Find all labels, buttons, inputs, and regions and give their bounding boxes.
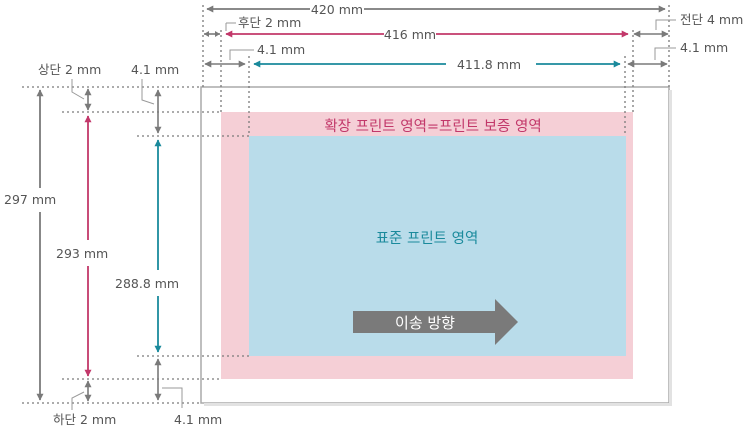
dim-total-width: 420 mm [206,2,666,17]
bottom-inset-label: 4.1 mm [174,412,222,427]
right-inset-label: 4.1 mm [680,40,728,55]
dim-standard-height: 288.8 mm [115,139,179,353]
top-inset-label: 4.1 mm [131,62,179,77]
extended-height-label: 293 mm [56,246,108,261]
dim-bottom-inset: 4.1 mm [154,358,222,427]
dim-extended-width: 416 mm [225,27,629,42]
top-margin-label: 상단 2 mm [38,62,101,77]
dim-rear-margin: 후단 2 mm [204,15,301,37]
standard-height-label: 288.8 mm [115,276,179,291]
dim-right-inset: 4.1 mm [627,40,728,68]
dim-extended-height: 293 mm [56,115,108,377]
dim-total-height: 297 mm [4,89,56,401]
extended-width-label: 416 mm [384,27,436,42]
dim-standard-width: 411.8 mm [253,57,621,72]
front-margin-label: 전단 4 mm [680,12,743,27]
extended-area-label: 확장 프린트 영역=프린트 보증 영역 [324,118,541,135]
dim-left-inset: 4.1 mm [204,42,305,68]
left-inset-label: 4.1 mm [257,42,305,57]
dim-bottom-margin: 하단 2 mm [53,380,116,427]
rear-margin-label: 후단 2 mm [238,15,301,30]
total-width-label: 420 mm [311,2,363,17]
total-height-label: 297 mm [4,192,56,207]
dim-top-inset: 4.1 mm [131,62,179,134]
feed-direction-label: 이송 방향 [395,314,455,332]
extension-lines [22,5,670,404]
bottom-margin-label: 하단 2 mm [53,412,116,427]
dim-front-margin: 전단 4 mm [633,12,743,38]
standard-width-label: 411.8 mm [457,57,521,72]
feed-direction-arrow: 이송 방향 [353,299,518,345]
standard-area-label: 표준 프린트 영역 [376,230,479,247]
dim-top-margin: 상단 2 mm [38,62,101,111]
